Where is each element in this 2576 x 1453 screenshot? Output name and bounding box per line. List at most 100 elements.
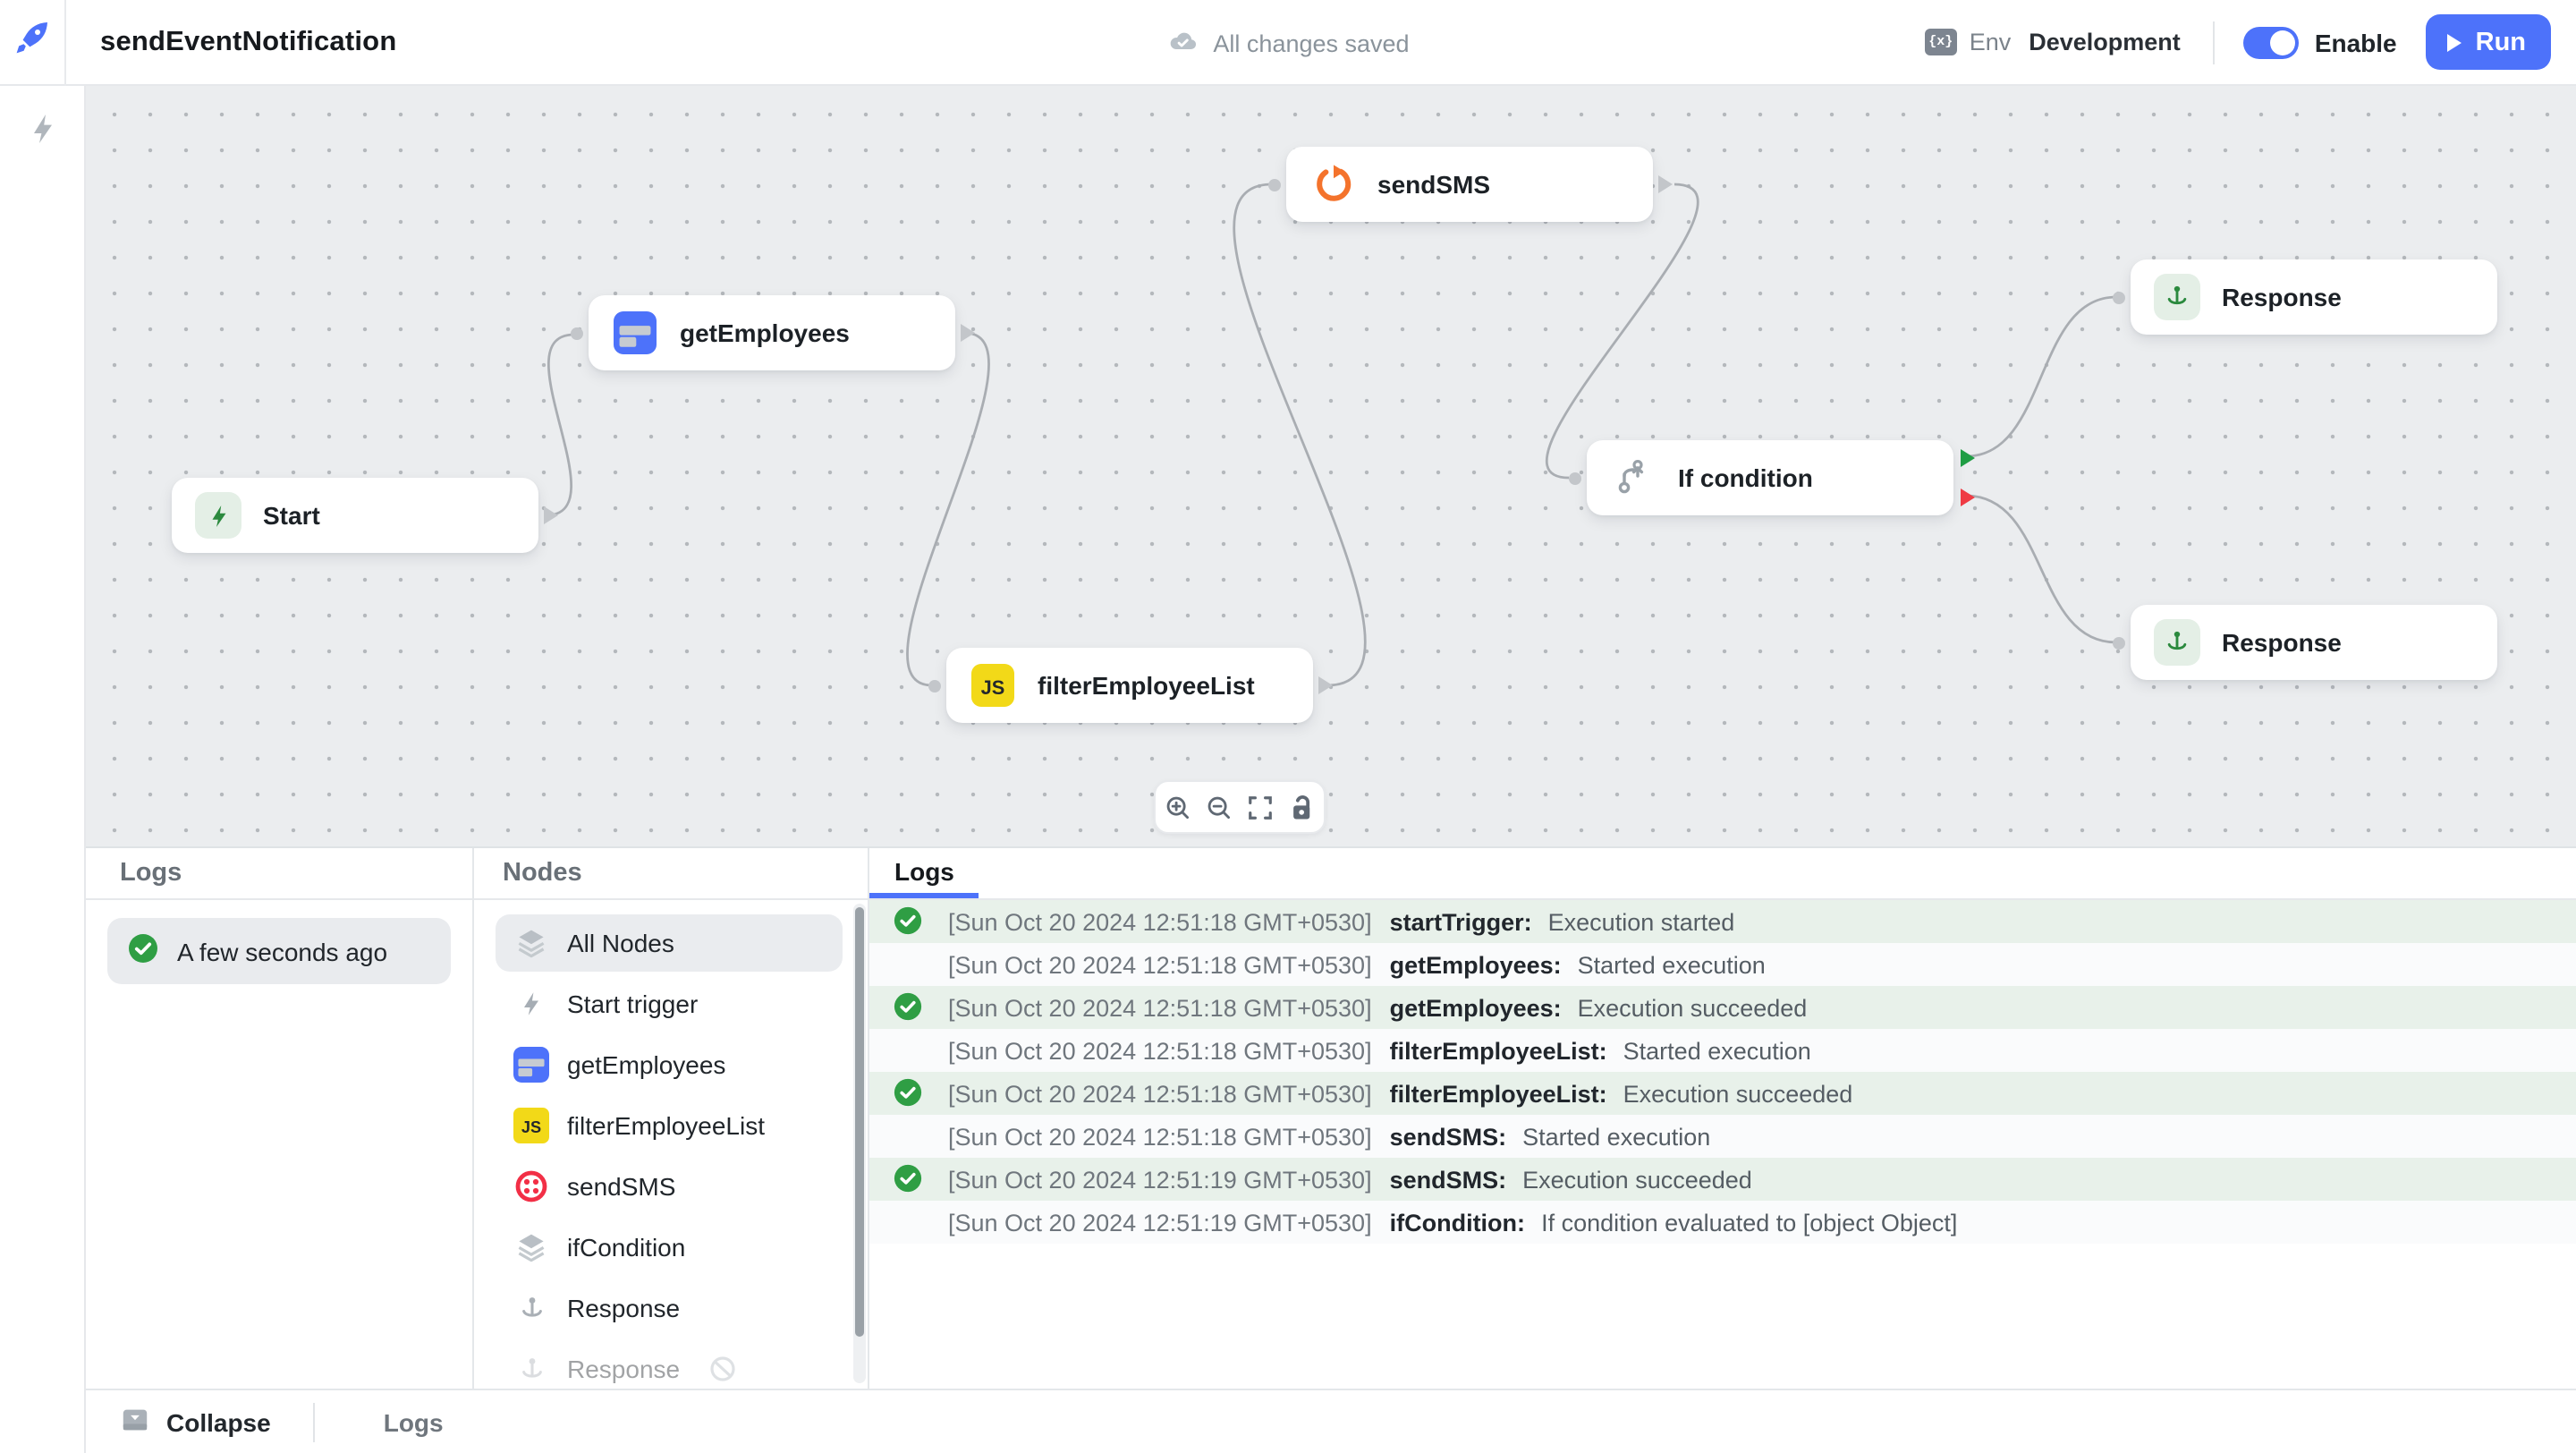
zoom-out-icon[interactable] [1201, 789, 1237, 825]
log-timestamp: [Sun Oct 20 2024 12:51:18 GMT+0530] [948, 1037, 1372, 1064]
success-check-icon [893, 905, 923, 941]
workflow-canvas[interactable]: Start getEmployees se [86, 86, 2576, 846]
log-message: Started execution [1577, 951, 1766, 978]
log-node: getEmployees: [1389, 994, 1562, 1021]
log-timestamp: [Sun Oct 20 2024 12:51:18 GMT+0530] [948, 1080, 1372, 1107]
branch-icon [1610, 455, 1657, 501]
collapse-label: Collapse [166, 1407, 271, 1436]
response-pin-icon [513, 1351, 549, 1387]
divider [2212, 21, 2215, 64]
log-row[interactable]: [Sun Oct 20 2024 12:51:18 GMT+0530] getE… [869, 943, 2576, 986]
node-response-2[interactable]: Response [2113, 605, 2497, 680]
table-icon [513, 1047, 549, 1083]
success-check-icon [893, 991, 923, 1027]
log-row[interactable]: [Sun Oct 20 2024 12:51:18 GMT+0530] filt… [869, 1029, 2576, 1072]
log-node: ifCondition: [1389, 1209, 1526, 1236]
input-handle[interactable] [1268, 178, 1281, 191]
output-handle[interactable] [961, 324, 975, 342]
log-row[interactable]: [Sun Oct 20 2024 12:51:18 GMT+0530] star… [869, 900, 2576, 943]
left-rail [0, 86, 86, 1453]
log-node: startTrigger: [1389, 908, 1532, 935]
log-row[interactable]: [Sun Oct 20 2024 12:51:18 GMT+0530] getE… [869, 986, 2576, 1029]
log-node: getEmployees: [1389, 951, 1562, 978]
node-response-1[interactable]: Response [2113, 259, 2497, 335]
node-get-employees[interactable]: getEmployees [571, 295, 975, 370]
svg-text:JS: JS [521, 1118, 541, 1136]
canvas-toolbar [1154, 780, 1326, 834]
success-check-icon [127, 932, 159, 970]
node-filter-send-sms[interactable]: sendSMS [496, 1158, 843, 1215]
collapse-panel-icon [120, 1404, 150, 1440]
trigger-bolt-icon[interactable] [24, 111, 60, 1453]
node-filter-response-1[interactable]: Response [496, 1279, 843, 1337]
table-icon [612, 310, 658, 356]
rocket-icon [13, 18, 52, 66]
node-filter-label: Response [567, 1355, 681, 1383]
node-start[interactable]: Start [172, 478, 558, 553]
node-label: Response [2222, 628, 2342, 657]
output-handle[interactable] [1658, 175, 1673, 193]
node-filter-filter-employee-list[interactable]: JS filterEmployeeList [496, 1097, 843, 1154]
node-filter-label: filterEmployeeList [567, 1111, 765, 1140]
log-timestamp: [Sun Oct 20 2024 12:51:18 GMT+0530] [948, 951, 1372, 978]
log-row[interactable]: [Sun Oct 20 2024 12:51:19 GMT+0530] send… [869, 1158, 2576, 1201]
node-if-condition[interactable]: If condition [1569, 440, 1975, 515]
input-handle[interactable] [2113, 636, 2125, 649]
output-handle[interactable] [544, 506, 558, 524]
zoom-in-icon[interactable] [1161, 789, 1197, 825]
app-logo[interactable] [0, 0, 66, 85]
enable-toggle[interactable] [2242, 26, 2299, 58]
node-filter-list: All Nodes Start trigger [474, 900, 868, 1389]
collapse-button[interactable]: Collapse [120, 1404, 271, 1440]
tab-logs[interactable]: Logs [869, 848, 979, 898]
logs-panel: Logs [Sun Oct 20 2024 12:51:18 GMT+0530]… [869, 848, 2576, 1389]
svg-text:JS: JS [981, 676, 1005, 699]
run-label: Run [2475, 28, 2526, 56]
true-output-handle[interactable] [1961, 449, 1975, 467]
input-handle[interactable] [571, 327, 583, 339]
false-output-handle[interactable] [1961, 489, 1975, 506]
log-message: Execution succeeded [1522, 1166, 1752, 1193]
lock-icon[interactable] [1283, 789, 1318, 825]
run-button[interactable]: Run [2425, 14, 2551, 70]
log-row[interactable]: [Sun Oct 20 2024 12:51:18 GMT+0530] send… [869, 1115, 2576, 1158]
log-row[interactable]: [Sun Oct 20 2024 12:51:19 GMT+0530] ifCo… [869, 1201, 2576, 1244]
env-value[interactable]: Development [2029, 29, 2181, 55]
node-filter-label: Response [567, 1294, 681, 1322]
twilio-icon [513, 1168, 549, 1204]
node-filter-response-2[interactable]: Response [496, 1340, 843, 1389]
layers-icon [513, 925, 549, 961]
node-filter-start-trigger[interactable]: Start trigger [496, 975, 843, 1032]
nodes-panel-title: Nodes [474, 848, 868, 900]
input-handle[interactable] [1569, 472, 1581, 484]
nodes-panel: Nodes All Nodes Start trig [474, 848, 869, 1389]
node-filter-all-nodes[interactable]: All Nodes [496, 914, 843, 972]
log-node: sendSMS: [1389, 1123, 1507, 1150]
response-pin-icon [513, 1290, 549, 1326]
node-filter-if-condition[interactable]: ifCondition [496, 1219, 843, 1276]
node-filter-label: Start trigger [567, 990, 699, 1018]
node-filter-label: All Nodes [567, 929, 674, 957]
log-rows: [Sun Oct 20 2024 12:51:18 GMT+0530] star… [869, 900, 2576, 1389]
node-filter-employee-list[interactable]: JS filterEmployeeList [928, 648, 1333, 723]
output-handle[interactable] [1318, 676, 1333, 694]
log-row[interactable]: [Sun Oct 20 2024 12:51:18 GMT+0530] filt… [869, 1072, 2576, 1115]
scrollbar-thumb[interactable] [855, 907, 864, 1337]
response-pin-icon [2154, 274, 2200, 320]
run-history-item[interactable]: A few seconds ago [107, 918, 451, 984]
log-message: If condition evaluated to [object Object… [1541, 1209, 1958, 1236]
input-handle[interactable] [2113, 291, 2125, 303]
input-handle[interactable] [928, 679, 941, 692]
fit-view-icon[interactable] [1242, 789, 1278, 825]
log-message: Execution succeeded [1577, 994, 1808, 1021]
log-message: Execution started [1547, 908, 1735, 935]
footer-bar: Collapse Logs [86, 1389, 2576, 1453]
node-send-sms[interactable]: sendSMS [1268, 147, 1673, 222]
footer-logs-button[interactable]: Logs [383, 1407, 444, 1436]
node-filter-get-employees[interactable]: getEmployees [496, 1036, 843, 1093]
log-message: Started execution [1623, 1037, 1811, 1064]
top-bar-actions: {x} Env Development Enable Run [1924, 14, 2576, 70]
node-filter-label: sendSMS [567, 1172, 676, 1201]
node-label: sendSMS [1377, 170, 1491, 199]
